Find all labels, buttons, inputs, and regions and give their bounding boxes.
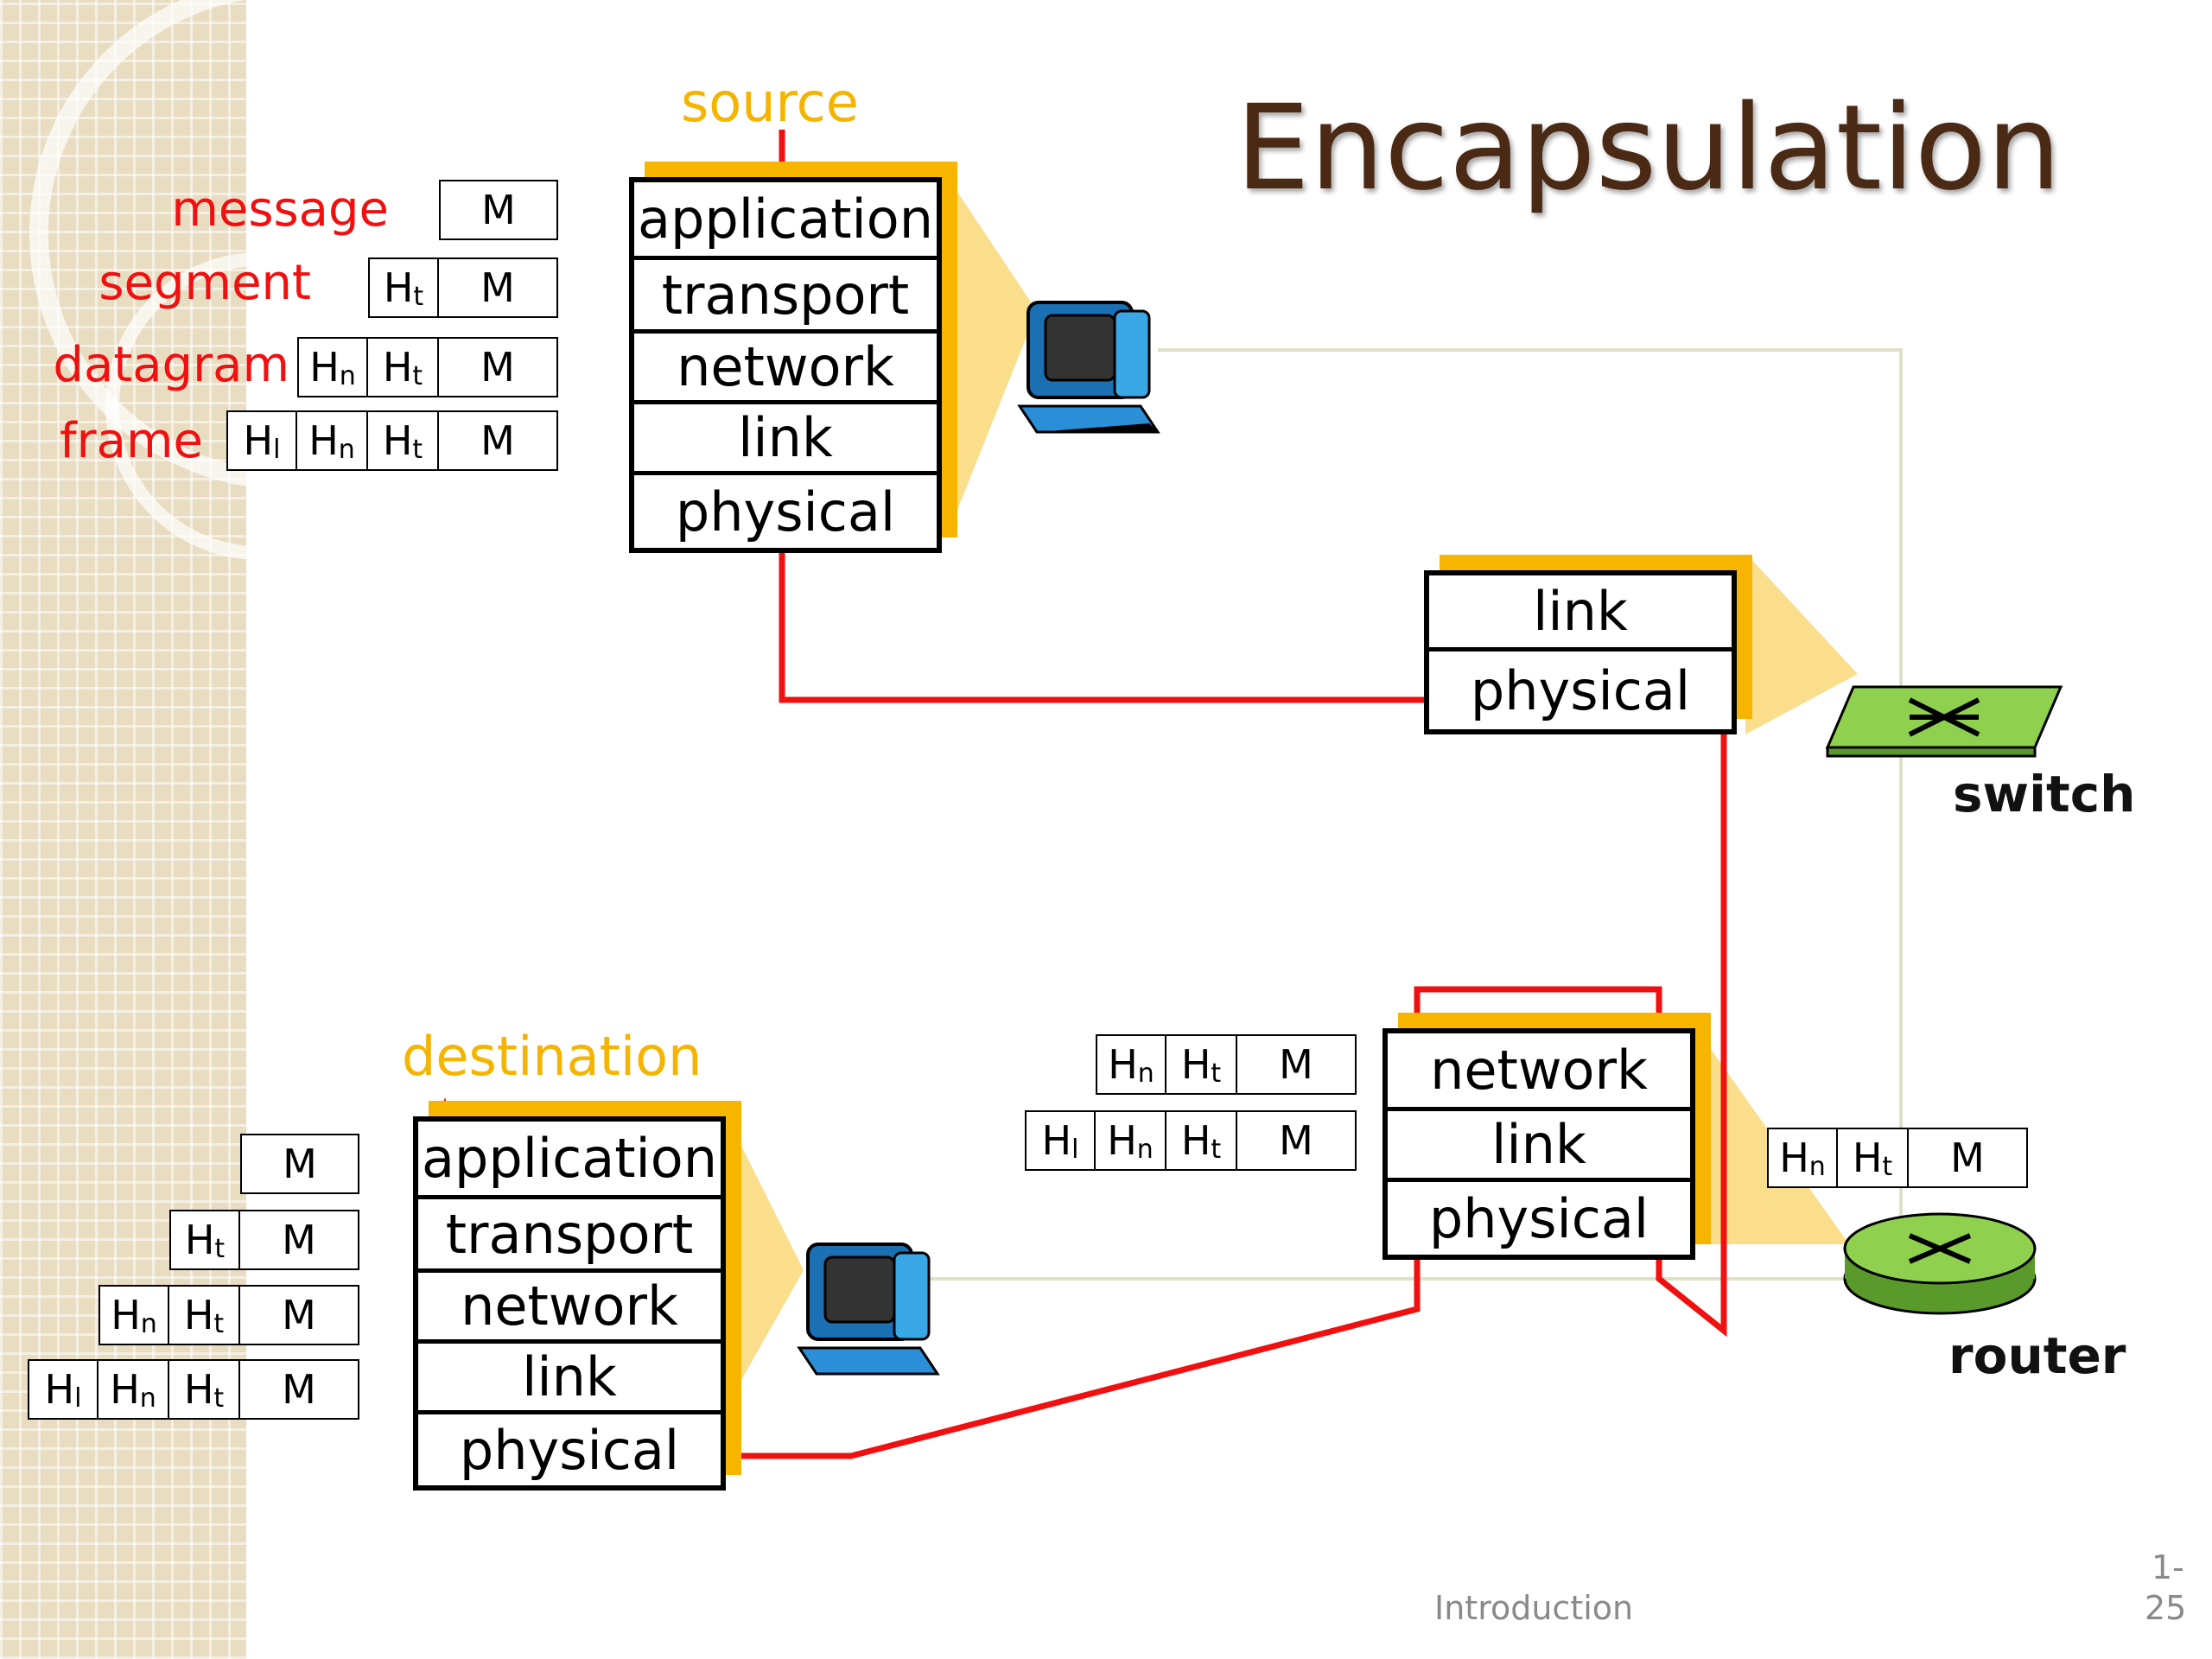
destination-physical-layer: physical — [459, 1418, 680, 1482]
source-physical-layer: physical — [675, 480, 896, 543]
destination-label: destination — [402, 1025, 702, 1088]
switch-icon — [1825, 685, 2063, 758]
switch-protocol-stack: link physical — [1424, 570, 1737, 734]
payload-cell: M — [439, 410, 558, 471]
router-network-layer: network — [1388, 1033, 1690, 1111]
source-application-layer: application — [634, 182, 937, 260]
message-label: message — [171, 181, 389, 238]
source-protocol-stack: application transport network link physi… — [629, 177, 942, 553]
destination-network-layer: network — [418, 1273, 721, 1344]
payload-cell: M — [439, 257, 558, 318]
frame-label: frame — [59, 413, 203, 469]
source-transport-layer: transport — [634, 260, 937, 334]
destination-link-layer: link — [418, 1344, 721, 1414]
datagram-label: datagram — [53, 337, 289, 393]
dest-message-box: M — [240, 1134, 359, 1194]
source-link-layer: link — [634, 404, 937, 475]
destination-application-layer: application — [418, 1122, 721, 1199]
payload-cell: M — [240, 1210, 359, 1270]
router-icon — [1843, 1212, 2037, 1315]
message-box: M — [439, 180, 558, 240]
payload-cell: M — [439, 180, 558, 240]
payload-cell: M — [1237, 1034, 1357, 1095]
page-title: Encapsulation — [1236, 80, 2062, 217]
router-physical-layer: physical — [1428, 1186, 1649, 1250]
switch-label: switch — [1953, 765, 2136, 823]
footer-section: Introduction — [1434, 1589, 1634, 1627]
footer-page-prefix: 1- — [2152, 1548, 2184, 1586]
payload-cell: M — [240, 1134, 359, 1194]
network-links — [864, 348, 1903, 1281]
payload-cell: M — [439, 337, 558, 397]
payload-cell: M — [1909, 1128, 2028, 1188]
destination-computer-icon — [797, 1243, 940, 1376]
payload-cell: M — [240, 1285, 359, 1345]
switch-link-layer: link — [1429, 575, 1732, 652]
source-label: source — [681, 71, 859, 134]
router-label: router — [1948, 1326, 2126, 1385]
router-link-layer: link — [1388, 1111, 1690, 1182]
source-computer-icon — [1017, 301, 1160, 434]
switch-physical-layer: physical — [1470, 658, 1691, 722]
router-protocol-stack: network link physical — [1382, 1028, 1695, 1260]
segment-label: segment — [99, 255, 311, 311]
payload-cell: M — [1237, 1110, 1357, 1171]
destination-transport-layer: transport — [418, 1199, 721, 1273]
destination-protocol-stack: application transport network link physi… — [413, 1116, 726, 1491]
source-network-layer: network — [634, 334, 937, 404]
footer-page-number: 25 — [2145, 1589, 2187, 1627]
payload-cell: M — [240, 1359, 359, 1420]
